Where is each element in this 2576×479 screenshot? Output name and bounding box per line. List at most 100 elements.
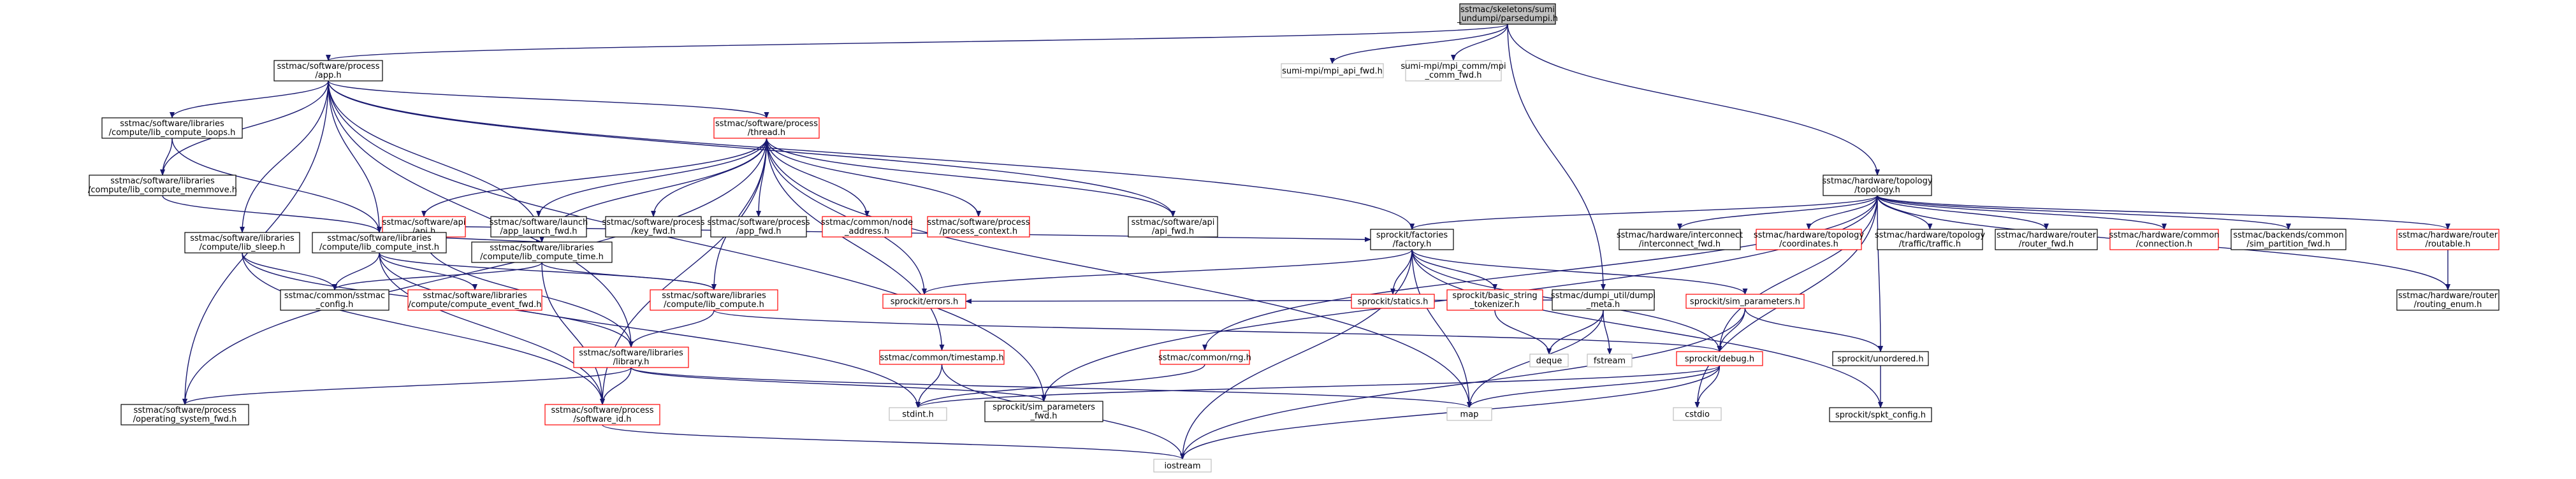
node-label: sstmac/software/process	[602, 218, 705, 227]
node-box[interactable]	[1128, 216, 1218, 238]
node-box[interactable]	[605, 216, 702, 238]
node-software_id[interactable]: sstmac/software/process/software_id.h	[544, 404, 660, 425]
node-sim_parameters_fwd[interactable]: sprockit/sim_parameters_fwd.h	[984, 401, 1103, 422]
node-library[interactable]: sstmac/software/libraries/library.h	[573, 347, 689, 368]
node-box[interactable]	[1281, 63, 1384, 78]
node-routing_enum[interactable]: sstmac/hardware/router/routing_enum.h	[2396, 289, 2500, 311]
node-iostream[interactable]: iostream	[1153, 459, 1212, 473]
node-app_launch_fwd[interactable]: sstmac/software/launch/app_launch_fwd.h	[490, 216, 588, 238]
node-box[interactable]	[1552, 289, 1655, 311]
node-compute_inst[interactable]: sstmac/software/libraries/compute/lib_co…	[312, 232, 447, 254]
node-box[interactable]	[407, 289, 542, 311]
node-unordered[interactable]: sprockit/unordered.h	[1832, 351, 1929, 366]
node-box[interactable]	[101, 117, 243, 139]
node-fstream[interactable]: fstream	[1587, 354, 1633, 368]
node-cstdio[interactable]: cstdio	[1673, 407, 1722, 421]
node-box[interactable]	[1673, 407, 1722, 421]
node-lib_sleep[interactable]: sstmac/software/libraries/compute/lib_sl…	[184, 232, 300, 254]
edge-app-to-compute_time	[328, 80, 544, 243]
node-lib_compute[interactable]: sstmac/software/libraries/compute/lib_co…	[650, 289, 778, 311]
node-box[interactable]	[490, 216, 587, 238]
node-box[interactable]	[710, 216, 807, 238]
node-box[interactable]	[120, 404, 249, 425]
node-box[interactable]	[882, 294, 966, 309]
node-process_context[interactable]: sstmac/software/process/process_context.…	[927, 216, 1030, 238]
node-deque[interactable]: deque	[1529, 354, 1569, 368]
node-box[interactable]	[573, 347, 689, 368]
node-box[interactable]	[1685, 294, 1805, 309]
node-loops[interactable]: sstmac/software/libraries/compute/lib_co…	[101, 117, 243, 139]
node-map[interactable]: map	[1446, 407, 1492, 421]
node-box[interactable]	[1829, 407, 1932, 422]
node-box[interactable]	[280, 289, 389, 311]
node-dumpi_meta[interactable]: sstmac/dumpi_util/dumpi_meta.h	[1551, 289, 1655, 311]
node-debug[interactable]: sprockit/debug.h	[1676, 351, 1763, 366]
node-box[interactable]	[927, 216, 1030, 238]
node-box[interactable]	[879, 350, 1005, 365]
node-errors[interactable]: sprockit/errors.h	[882, 294, 966, 309]
node-spkt_config[interactable]: sprockit/spkt_config.h	[1829, 407, 1932, 422]
node-api_fwd[interactable]: sstmac/software/api/api_fwd.h	[1128, 216, 1218, 238]
node-timestamp[interactable]: sstmac/common/timestamp.h	[879, 350, 1005, 365]
node-box[interactable]	[2109, 229, 2219, 250]
node-box[interactable]	[2230, 229, 2347, 250]
node-box[interactable]	[1823, 175, 1932, 196]
node-mpi_api_fwd[interactable]: sumi-mpi/mpi_api_fwd.h	[1281, 63, 1384, 78]
node-connection[interactable]: sstmac/hardware/common/connection.h	[2109, 229, 2220, 250]
node-routable[interactable]: sstmac/hardware/router/routable.h	[2396, 229, 2500, 250]
node-box[interactable]	[1351, 294, 1435, 309]
node-box[interactable]	[89, 175, 236, 196]
node-box[interactable]	[471, 241, 613, 263]
node-box[interactable]	[1676, 351, 1763, 366]
node-basic_string[interactable]: sprockit/basic_string_tokenizer.h	[1446, 289, 1543, 311]
node-factory[interactable]: sprockit/factories/factory.h	[1370, 229, 1454, 250]
node-app_fwd[interactable]: sstmac/software/process/app_fwd.h	[708, 216, 810, 238]
node-box[interactable]	[544, 404, 660, 425]
node-box[interactable]	[713, 117, 820, 139]
node-box[interactable]	[1160, 350, 1250, 365]
node-thread[interactable]: sstmac/software/process/thread.h	[713, 117, 820, 139]
node-box[interactable]	[2396, 289, 2500, 311]
node-box[interactable]	[312, 232, 447, 254]
node-box[interactable]	[1446, 289, 1543, 311]
node-box[interactable]	[1405, 60, 1502, 82]
node-topology[interactable]: sstmac/hardware/topology/topology.h	[1822, 175, 1933, 196]
node-compute_event_fwd[interactable]: sstmac/software/libraries/compute/comput…	[407, 289, 542, 311]
node-root[interactable]: sstmac/skeletons/sumi_undumpi/parsedumpi…	[1457, 3, 1558, 25]
node-box[interactable]	[1877, 229, 1983, 250]
node-box[interactable]	[1459, 3, 1556, 25]
node-router_fwd[interactable]: sstmac/hardware/router/router_fwd.h	[1995, 229, 2098, 250]
node-interconnect_fwd[interactable]: sstmac/hardware/interconnect/interconnec…	[1617, 229, 1743, 250]
node-os_fwd[interactable]: sstmac/software/process/operating_system…	[120, 404, 249, 425]
node-sim_partition_fwd[interactable]: sstmac/backends/common/sim_partition_fwd…	[2230, 229, 2347, 250]
node-box[interactable]	[1529, 354, 1569, 368]
node-rng[interactable]: sstmac/common/rng.h	[1158, 350, 1251, 365]
node-key_fwd[interactable]: sstmac/software/process/key_fwd.h	[602, 216, 705, 238]
node-app[interactable]: sstmac/software/process/app.h	[273, 60, 383, 82]
node-sstmac_config[interactable]: sstmac/common/sstmac_config.h	[280, 289, 389, 311]
node-sim_parameters[interactable]: sprockit/sim_parameters.h	[1685, 294, 1805, 309]
node-traffic[interactable]: sstmac/hardware/topology/traffic/traffic…	[1875, 229, 1985, 250]
node-box[interactable]	[184, 232, 300, 254]
node-stdint[interactable]: stdint.h	[889, 407, 947, 421]
node-box[interactable]	[822, 216, 912, 238]
node-box[interactable]	[889, 407, 947, 421]
node-box[interactable]	[650, 289, 778, 311]
node-node_address[interactable]: sstmac/common/node_address.h	[821, 216, 913, 238]
node-box[interactable]	[1832, 351, 1929, 366]
node-box[interactable]	[1153, 459, 1212, 473]
node-box[interactable]	[273, 60, 383, 82]
node-box[interactable]	[1619, 229, 1741, 250]
node-box[interactable]	[1995, 229, 2098, 250]
node-box[interactable]	[1446, 407, 1492, 421]
node-memmove[interactable]: sstmac/software/libraries/compute/lib_co…	[88, 175, 237, 196]
node-mpi_comm_fwd[interactable]: sumi-mpi/mpi_comm/mpi_comm_fwd.h	[1401, 60, 1506, 82]
node-box[interactable]	[2396, 229, 2500, 250]
node-box[interactable]	[1587, 354, 1633, 368]
node-coordinates[interactable]: sstmac/hardware/topology/coordinates.h	[1754, 229, 1864, 250]
node-box[interactable]	[1756, 229, 1862, 250]
node-box[interactable]	[1370, 229, 1454, 250]
node-compute_time[interactable]: sstmac/software/libraries/compute/lib_co…	[471, 241, 613, 263]
node-statics[interactable]: sprockit/statics.h	[1351, 294, 1435, 309]
node-box[interactable]	[984, 401, 1103, 422]
